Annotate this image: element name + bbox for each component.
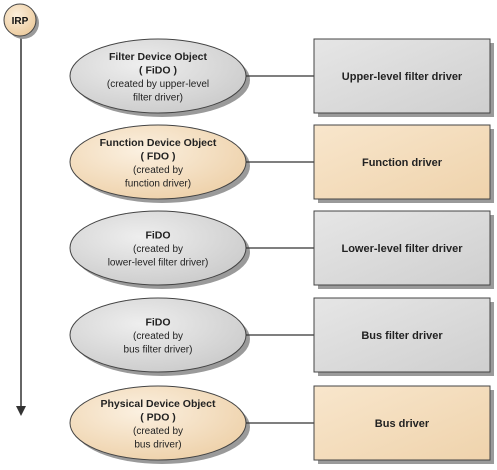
layer-lower-filter: FiDO (created by lower-level filter driver… bbox=[69, 210, 494, 289]
device-object-text: FiDO bbox=[145, 317, 170, 329]
driver-box bbox=[313, 385, 491, 461]
layer-function: Function Device Object( FDO ) (created by… bbox=[69, 124, 494, 203]
device-object-text: (created by bbox=[133, 165, 183, 176]
layer-bus: Physical Device Object( PDO ) (created by… bbox=[69, 385, 494, 464]
device-object-text: (created by bbox=[133, 244, 183, 255]
irp-label: IRP bbox=[12, 16, 29, 27]
driver-box bbox=[313, 38, 491, 114]
layer-bus-filter: FiDO (created by bus filter driver) Bus fil… bbox=[69, 297, 494, 376]
device-object-text: function driver) bbox=[125, 178, 191, 189]
driver-label: Lower-level filter driver bbox=[341, 243, 463, 255]
driver-box bbox=[313, 210, 491, 286]
device-object-text: ( FDO ) bbox=[141, 150, 176, 162]
device-object-text: bus filter driver) bbox=[124, 345, 193, 356]
device-object-text: Filter Device Object bbox=[109, 51, 208, 63]
layer-upper-filter: Filter Device Object( FiDO ) (created by … bbox=[69, 38, 494, 117]
irp-marker: IRP bbox=[3, 3, 39, 416]
irp-arrow-head bbox=[16, 406, 26, 416]
device-object-text: (created by upper-level bbox=[107, 79, 209, 90]
driver-box bbox=[313, 124, 491, 200]
driver-label: Bus driver bbox=[375, 418, 430, 430]
device-object-text: bus driver) bbox=[134, 439, 181, 450]
device-object-text: (created by bbox=[133, 426, 183, 437]
device-object-text: (created by bbox=[133, 331, 183, 342]
device-object-text: filter driver) bbox=[133, 92, 183, 103]
driver-layers: Filter Device Object( FiDO ) (created by … bbox=[69, 38, 494, 464]
driver-label: Function driver bbox=[362, 157, 443, 169]
device-object-text: ( PDO ) bbox=[140, 411, 176, 423]
driver-box bbox=[313, 297, 491, 373]
device-object-text: ( FiDO ) bbox=[139, 64, 177, 76]
driver-label: Bus filter driver bbox=[361, 330, 443, 342]
device-object-text: FiDO bbox=[145, 230, 170, 242]
device-object-text: Function Device Object bbox=[100, 137, 217, 149]
device-object-text: Physical Device Object bbox=[101, 398, 216, 410]
driver-label: Upper-level filter driver bbox=[342, 71, 463, 83]
device-object-text: lower-level filter driver) bbox=[108, 258, 209, 269]
irp-circle bbox=[3, 3, 37, 37]
